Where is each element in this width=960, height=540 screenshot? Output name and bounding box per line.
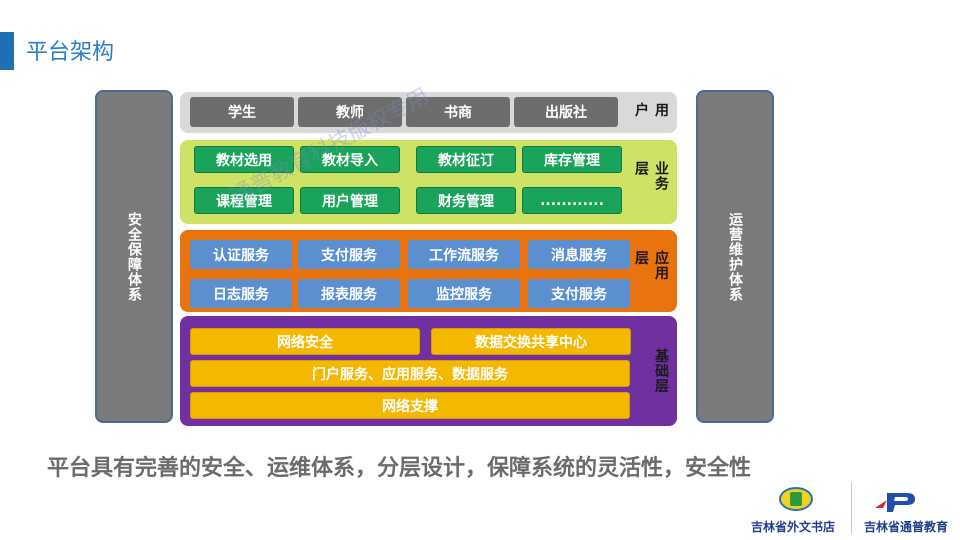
application-layer-label: 应用层 — [633, 250, 669, 281]
user-box-publisher: 出版社 — [514, 97, 618, 127]
biz-box-more: ............ — [522, 187, 622, 214]
operations-system-label: 运营维护体系 — [727, 211, 743, 302]
biz-box-textbook-selection: 教材选用 — [194, 146, 294, 173]
user-layer: 学生 教师 书商 出版社 用户 — [180, 92, 677, 133]
app-box-workflow: 工作流服务 — [408, 240, 520, 269]
app-box-log: 日志服务 — [190, 279, 292, 308]
biz-box-textbook-order: 教材征订 — [416, 146, 516, 173]
user-box-student: 学生 — [190, 97, 294, 127]
base-layer: 网络安全 数据交换共享中心 门户服务、应用服务、数据服务 网络支撑 基础层 — [180, 316, 677, 426]
biz-box-finance: 财务管理 — [416, 187, 516, 214]
base-box-data-exchange: 数据交换共享中心 — [431, 328, 631, 355]
brand-tongpu-education: 吉林省通普教育 — [864, 520, 949, 534]
user-box-bookseller: 书商 — [406, 97, 510, 127]
waiwen-bookstore-logo-icon — [779, 487, 813, 511]
security-system-column: 安全保障体系 — [95, 90, 173, 423]
application-layer: 认证服务 支付服务 工作流服务 消息服务 日志服务 报表服务 监控服务 支付服务… — [180, 230, 677, 312]
page-title: 平台架构 — [26, 40, 115, 65]
app-box-payment-2: 支付服务 — [528, 279, 630, 308]
biz-box-inventory: 库存管理 — [522, 146, 622, 173]
app-box-message: 消息服务 — [528, 240, 630, 269]
summary-text: 平台具有完善的安全、运维体系，分层设计，保障系统的灵活性，安全性 — [47, 456, 752, 481]
app-box-auth: 认证服务 — [190, 240, 292, 269]
tongpu-education-logo-icon — [875, 493, 915, 512]
operations-system-column: 运营维护体系 — [696, 90, 774, 423]
biz-box-textbook-import: 教材导入 — [300, 146, 400, 173]
business-layer: 教材选用 教材导入 教材征订 库存管理 课程管理 用户管理 财务管理 .....… — [180, 140, 677, 224]
business-layer-label: 业务层 — [633, 161, 669, 191]
app-box-monitor: 监控服务 — [408, 279, 520, 308]
base-layer-label: 基础层 — [653, 348, 669, 394]
base-box-portal-services: 门户服务、应用服务、数据服务 — [190, 360, 630, 387]
user-layer-label: 用户 — [633, 102, 669, 118]
brand-waiwen-bookstore: 吉林省外文书店 — [751, 520, 836, 534]
app-box-report: 报表服务 — [298, 279, 400, 308]
biz-box-user-mgmt: 用户管理 — [300, 187, 400, 214]
brand-divider — [851, 482, 852, 534]
base-box-network-security: 网络安全 — [190, 328, 420, 355]
base-box-network-support: 网络支撑 — [190, 392, 630, 419]
biz-box-course: 课程管理 — [194, 187, 294, 214]
security-system-label: 安全保障体系 — [126, 211, 142, 302]
title-accent-bar — [0, 32, 14, 70]
app-box-payment: 支付服务 — [298, 240, 400, 269]
user-box-teacher: 教师 — [298, 97, 402, 127]
